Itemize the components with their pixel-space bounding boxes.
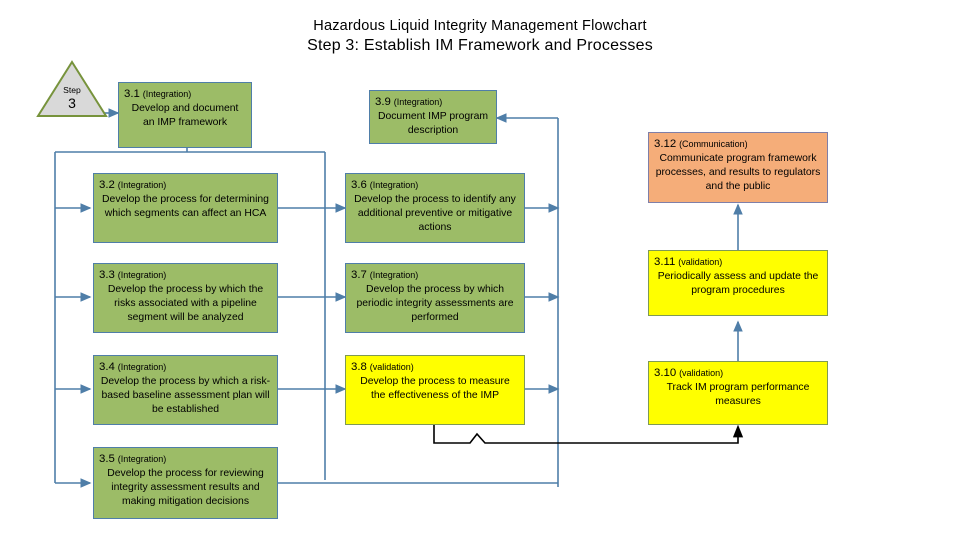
node-3-12-number: 3.12 <box>654 138 677 150</box>
node-3-10-number: 3.10 <box>654 367 677 379</box>
node-3-1-head: 3.1 (Integration) <box>124 87 246 102</box>
step-marker: Step 3 <box>36 60 108 118</box>
node-3-8-text: Develop the process to measure the effec… <box>360 376 510 401</box>
node-3-9[interactable]: 3.9 (Integration) Document IMP program d… <box>369 90 497 144</box>
node-3-7-number: 3.7 <box>351 269 367 281</box>
node-3-4-head: 3.4 (Integration) <box>99 360 272 375</box>
node-3-5-text: Develop the process for reviewing integr… <box>107 468 264 507</box>
node-3-7-text: Develop the process by which periodic in… <box>356 284 514 323</box>
wire-3-8-feedback-b <box>494 424 744 444</box>
node-3-11-head: 3.11 (validation) <box>654 255 822 270</box>
node-3-1[interactable]: 3.1 (Integration) Develop and document a… <box>118 82 252 148</box>
node-3-6-head: 3.6 (Integration) <box>351 178 519 193</box>
node-3-1-tag: (Integration) <box>142 89 192 99</box>
node-3-12-text: Communicate program framework processes,… <box>655 153 821 192</box>
node-3-2-text: Develop the process for determining whic… <box>102 194 269 219</box>
node-3-7[interactable]: 3.7 (Integration) Develop the process by… <box>345 263 525 333</box>
step-marker-label: Step <box>63 85 81 95</box>
node-3-1-number: 3.1 <box>124 88 140 100</box>
node-3-9-text: Document IMP program description <box>377 111 489 136</box>
node-3-10[interactable]: 3.10 (validation) Track IM program perfo… <box>648 361 828 425</box>
node-3-6-text: Develop the process to identify any addi… <box>354 194 516 233</box>
node-3-3-number: 3.3 <box>99 269 115 281</box>
node-3-8-head: 3.8 (validation) <box>351 360 519 375</box>
wire-3-8-feedback-a <box>433 425 460 444</box>
chart-title-line2: Step 3: Establish IM Framework and Proce… <box>307 37 653 55</box>
node-3-2-tag: (Integration) <box>117 180 167 190</box>
node-3-12[interactable]: 3.12 (Communication) Communicate program… <box>648 132 828 203</box>
node-3-10-tag: (validation) <box>679 368 724 378</box>
node-3-12-tag: (Communication) <box>679 139 748 149</box>
node-3-1-text: Develop and document an IMP framework <box>131 103 239 128</box>
node-3-2-number: 3.2 <box>99 179 115 191</box>
node-3-2-head: 3.2 (Integration) <box>99 178 272 193</box>
wire-3-8-feedback-jump <box>460 432 494 444</box>
node-3-12-head: 3.12 (Communication) <box>654 137 822 152</box>
node-3-9-tag: (Integration) <box>393 97 443 107</box>
chart-title-block: Hazardous Liquid Integrity Management Fl… <box>0 18 960 55</box>
node-3-3-head: 3.3 (Integration) <box>99 268 272 283</box>
node-3-8-tag: (validation) <box>369 362 414 372</box>
step-marker-number: 3 <box>68 95 76 111</box>
node-3-6-number: 3.6 <box>351 179 367 191</box>
node-3-2[interactable]: 3.2 (Integration) Develop the process fo… <box>93 173 278 243</box>
node-3-8[interactable]: 3.8 (validation) Develop the process to … <box>345 355 525 425</box>
node-3-3-text: Develop the process by which the risks a… <box>107 284 264 323</box>
node-3-6-tag: (Integration) <box>369 180 419 190</box>
node-3-4-number: 3.4 <box>99 361 115 373</box>
node-3-4[interactable]: 3.4 (Integration) Develop the process by… <box>93 355 278 425</box>
node-3-5-tag: (Integration) <box>117 454 167 464</box>
node-3-5-number: 3.5 <box>99 453 115 465</box>
node-3-3[interactable]: 3.3 (Integration) Develop the process by… <box>93 263 278 333</box>
node-3-5[interactable]: 3.5 (Integration) Develop the process fo… <box>93 447 278 519</box>
node-3-5-head: 3.5 (Integration) <box>99 452 272 467</box>
node-3-11-text: Periodically assess and update the progr… <box>657 271 819 296</box>
node-3-6[interactable]: 3.6 (Integration) Develop the process to… <box>345 173 525 243</box>
node-3-4-text: Develop the process by which a risk-base… <box>100 376 271 415</box>
chart-title-line1: Hazardous Liquid Integrity Management Fl… <box>313 18 647 34</box>
node-3-10-head: 3.10 (validation) <box>654 366 822 381</box>
node-3-11-number: 3.11 <box>654 256 676 268</box>
node-3-9-head: 3.9 (Integration) <box>375 95 491 110</box>
node-3-10-text: Track IM program performance measures <box>666 382 810 407</box>
node-3-9-number: 3.9 <box>375 96 391 108</box>
node-3-7-head: 3.7 (Integration) <box>351 268 519 283</box>
node-3-11-tag: (validation) <box>678 257 723 267</box>
triangle-icon <box>36 60 108 117</box>
node-3-8-number: 3.8 <box>351 361 367 373</box>
node-3-4-tag: (Integration) <box>117 362 167 372</box>
node-3-3-tag: (Integration) <box>117 270 167 280</box>
node-3-7-tag: (Integration) <box>369 270 419 280</box>
node-3-11[interactable]: 3.11 (validation) Periodically assess an… <box>648 250 828 316</box>
